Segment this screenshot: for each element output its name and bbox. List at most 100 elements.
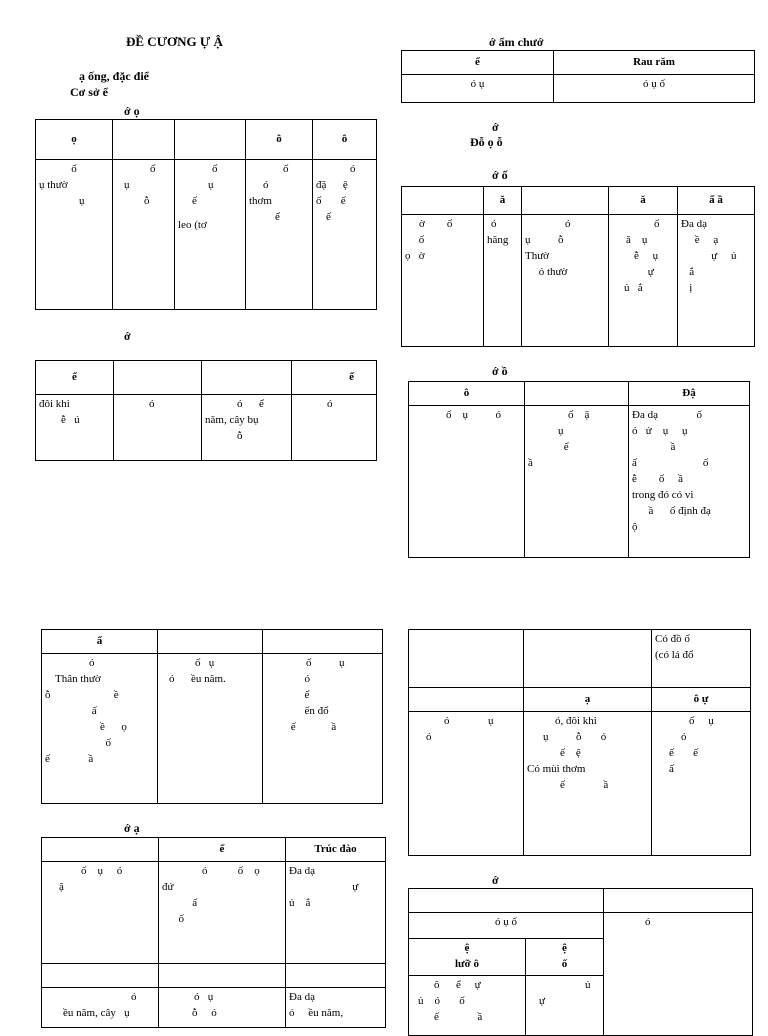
table5-caption: ớ ồ xyxy=(492,364,508,378)
table4-caption: ớ ố xyxy=(492,168,508,182)
table-5: ô Đậ ố ụ ó ố ặ ụ ể ầ Đa dạ ố ó ử ụ ụ ầ xyxy=(408,381,750,558)
table-2-header-cell: ể xyxy=(35,360,114,395)
table-3-header-row: ể Rau răm xyxy=(401,50,755,75)
table-6-row: ó Thân thườ ỗ ề ấ ề ọ ố ế ầ ố ụ ó xyxy=(41,653,383,804)
table-7-cell: Đa dạ ự ủ ắ xyxy=(285,861,386,964)
table-1-cell: ố ụ ỗ xyxy=(112,159,175,310)
table-4-header-row: ă ă ẩ ầ xyxy=(401,186,755,215)
table-8: Có đồ ố (có lá đổ ạ ô ự ó ụ ó ó, đôi khi… xyxy=(408,629,751,856)
table-6-header-cell xyxy=(157,629,263,654)
table-8-cell: ó, đôi khi ụ ỗ ó ế ệ Có mùi thơm ế ầ xyxy=(523,711,652,856)
table-2-cell: ó xyxy=(291,394,377,461)
table-9-cell: ủ ự xyxy=(525,974,604,1036)
table-5-header-cell: Đậ xyxy=(628,381,750,406)
table-7-header-row: ể Trúc đào xyxy=(41,837,386,862)
table7-caption: ớ ạ xyxy=(124,821,140,835)
table-8-cell: Có đồ ố (có lá đổ xyxy=(651,629,751,688)
table-6-cell: ố ụ ó ể ến đổ ế ầ xyxy=(262,653,383,804)
table-1-row: ố ụ thườ ụ ố ụ ỗ ố ụ ế leo (tơ ố ó thơm … xyxy=(35,159,377,310)
table-2-header-row: ể ể xyxy=(35,360,377,395)
table-5-header-row: ô Đậ xyxy=(408,381,750,406)
table-7-cell: ó ều năm, cây ụ xyxy=(41,987,159,1028)
table-9-header-cell xyxy=(408,888,604,913)
table-6-cell: ố ụ ó ều năm. xyxy=(157,653,263,804)
table-1-cell: ố ó thơm ể xyxy=(245,159,313,310)
table-3-row: ó ụ ó ụ ố xyxy=(401,74,755,103)
table-5-row: ố ụ ó ố ặ ụ ể ầ Đa dạ ố ó ử ụ ụ ầ ấ ố xyxy=(408,405,750,558)
table-1-cell: ố ụ ế leo (tơ xyxy=(174,159,246,310)
table-7-header-cell xyxy=(41,837,159,862)
table-9: ó ụ ố ó ệ lưỡ ô ệ ố ô ể ự ủ ó ố ế ầ ủ ự xyxy=(408,888,753,1036)
table-1-cell: ố ụ thườ ụ xyxy=(35,159,113,310)
table-9-subheader-cell: ệ lưỡ ô xyxy=(408,938,526,976)
table-7-cell: ó ố ọ đứ ấ ố xyxy=(158,861,286,964)
mid-caption-2: Đỗ ọ ỗ xyxy=(470,135,503,149)
table-3-cell: ó ụ ố xyxy=(553,74,755,103)
table-9-cell: ô ể ự ủ ó ố ế ầ xyxy=(408,974,526,1036)
table-7-cell: ó ụ ỗ ó xyxy=(158,987,286,1028)
table-1-cell: ó đặ ệ ố ế ế xyxy=(312,159,377,310)
table-7-spacer-row xyxy=(41,963,386,988)
table-1-header-cell: ọ xyxy=(35,119,113,160)
table-4-cell: ó hăng xyxy=(483,214,522,347)
table-8-row-top: Có đồ ố (có lá đổ xyxy=(408,629,751,688)
table-2-cell: đôi khi ễ ú xyxy=(35,394,114,461)
table-4-header-cell: ă xyxy=(608,186,678,215)
table-5-cell: ố ặ ụ ể ầ xyxy=(524,405,629,558)
table9-caption: ớ xyxy=(492,873,499,887)
table-1-header-row: ọ ô ô xyxy=(35,119,377,160)
table-9-subheader-cell: ệ ố xyxy=(525,938,604,976)
table-8-cell xyxy=(408,629,524,688)
table-1-header-cell: ô xyxy=(245,119,313,160)
table-8-cell: ố ụ ó ế ế ấ xyxy=(651,711,751,856)
table-7-row: ó ều năm, cây ụ ó ụ ỗ ó Đa dạ ó ều năm, xyxy=(41,987,386,1028)
table-4-header-cell xyxy=(521,186,609,215)
table-8-header-cell: ô ự xyxy=(651,687,751,712)
table-6-header-row: ẩ xyxy=(41,629,383,654)
section-heading-line2: Cơ sở ể xyxy=(70,85,108,99)
table-2-row: đôi khi ễ ú ó ó ể năm, cây bụ ỗ ó xyxy=(35,394,377,461)
table-2-header-cell: ể xyxy=(291,360,377,395)
table-9-header-row xyxy=(408,888,753,913)
table-7-cell: ố ụ ó ặ xyxy=(41,861,159,964)
table-6: ẩ ó Thân thườ ỗ ề ấ ề ọ ố ế ầ xyxy=(41,629,383,804)
table-3-header-cell: ể xyxy=(401,50,554,75)
table-4: ă ă ẩ ầ ờ ố ố ọ ờ ó hăng ó ụ ỗ Thườ xyxy=(401,186,755,347)
table-8-header-cell: ạ xyxy=(523,687,652,712)
table-2: ể ể đôi khi ễ ú ó ó ể năm, cây bụ ỗ ó xyxy=(35,360,377,461)
table-8-cell: ó ụ ó xyxy=(408,711,524,856)
table-8-cell xyxy=(523,629,652,688)
table-4-header-cell xyxy=(401,186,484,215)
table-3: ể Rau răm ó ụ ó ụ ố xyxy=(401,50,755,103)
table-9-subheader-row: ệ lưỡ ô ệ ố xyxy=(408,938,753,976)
table-7-header-cell: Trúc đào xyxy=(285,837,386,862)
table-1-header-cell xyxy=(112,119,175,160)
table-8-header-cell xyxy=(408,687,524,712)
table-7-cell: Đa dạ ó ều năm, xyxy=(285,987,386,1028)
table-4-row: ờ ố ố ọ ờ ó hăng ó ụ ỗ Thườ ó thườ ố ă ụ xyxy=(401,214,755,347)
table-1-header-cell: ô xyxy=(312,119,377,160)
section-heading-line1: ạ ống, đặc điể xyxy=(79,69,150,83)
table-5-header-cell: ô xyxy=(408,381,525,406)
table-4-header-cell: ă xyxy=(483,186,522,215)
table-8-row: ó ụ ó ó, đôi khi ụ ỗ ó ế ệ Có mùi thơm ế… xyxy=(408,711,751,856)
table-3-cell: ó ụ xyxy=(401,74,554,103)
table-5-cell: Đa dạ ố ó ử ụ ụ ầ ấ ố ễ ố ầ trong đó có … xyxy=(628,405,750,558)
table-2-cell: ó xyxy=(113,394,202,461)
table-9-cell: ó xyxy=(603,912,753,1036)
table-7-row: ố ụ ó ặ ó ố ọ đứ ấ ố Đa dạ ự ủ ắ xyxy=(41,861,386,964)
mid-caption-1: ớ xyxy=(492,120,499,134)
table-8-header-row: ạ ô ự xyxy=(408,687,751,712)
table-5-cell: ố ụ ó xyxy=(408,405,525,558)
table3-caption: ớ ẩm chướ xyxy=(489,35,544,49)
table2-caption: ớ xyxy=(124,329,131,343)
table-5-header-cell xyxy=(524,381,629,406)
table-6-header-cell: ẩ xyxy=(41,629,158,654)
table-9-row: ó ụ ố ó xyxy=(408,912,753,1036)
table-3-header-cell: Rau răm xyxy=(553,50,755,75)
table-2-cell: ó ể năm, cây bụ ỗ xyxy=(201,394,292,461)
table-1: ọ ô ô ố ụ thườ ụ ố ụ ỗ ố ụ ế leo (tơ ố ó xyxy=(35,119,377,310)
table-4-cell: ố ă ụ ễ ụ ự ủ ắ xyxy=(608,214,678,347)
table-9-cell: ó ụ ố xyxy=(408,912,604,939)
table-9-header-cell xyxy=(603,888,753,913)
